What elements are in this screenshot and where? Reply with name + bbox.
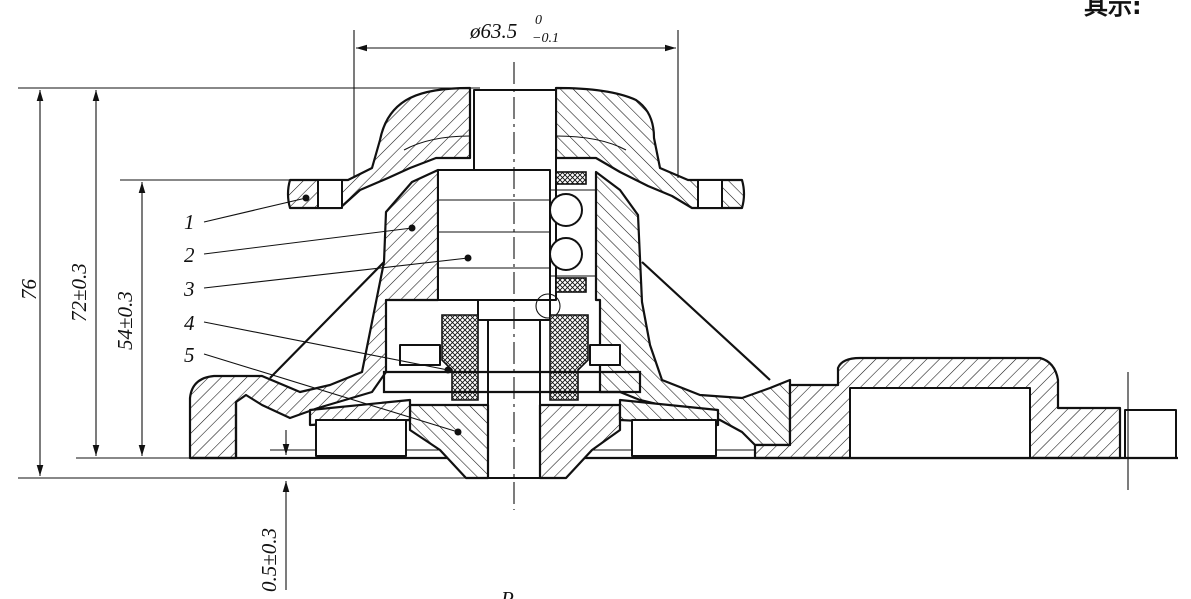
pulley-hub bbox=[286, 86, 746, 210]
mechanical-seal bbox=[382, 314, 642, 401]
part-label-4: 4 bbox=[184, 311, 195, 335]
dimension-0.5: 0.5±0.3 bbox=[257, 528, 281, 592]
dimension-gap: 0.5±0.3 bbox=[257, 430, 290, 592]
dimension-72: 72±0.3 bbox=[67, 263, 91, 322]
bottom-fragment: 、P bbox=[480, 587, 514, 599]
part-leaders bbox=[203, 194, 472, 436]
dimension-76: 76 bbox=[17, 279, 41, 301]
part-label-3: 3 bbox=[183, 277, 195, 301]
part-label-1: 1 bbox=[184, 210, 195, 234]
dimension-diameter: ø63.5 0 −0.1 bbox=[353, 13, 679, 178]
diameter-lower-tolerance: −0.1 bbox=[532, 31, 559, 46]
pump-body bbox=[188, 168, 1178, 460]
diameter-base: ø63.5 bbox=[469, 19, 517, 43]
dimension-54: 54±0.3 bbox=[113, 291, 137, 350]
shaft-assembly bbox=[437, 89, 596, 479]
part-label-5: 5 bbox=[184, 343, 195, 367]
diameter-upper-tolerance: 0 bbox=[535, 13, 542, 28]
part-label-2: 2 bbox=[184, 243, 195, 267]
dimension-heights: 76 72±0.3 54±0.3 bbox=[17, 87, 480, 479]
caption-fragment: 其示: bbox=[1084, 0, 1142, 20]
